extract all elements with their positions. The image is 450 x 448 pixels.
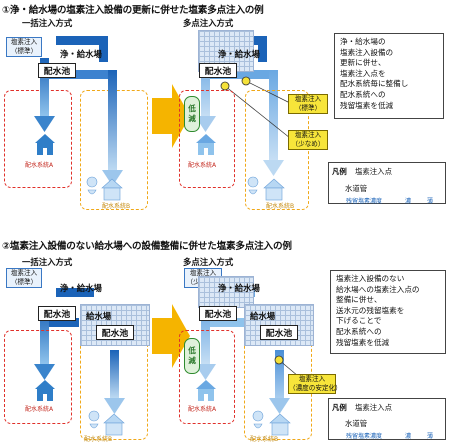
house-icon-s2r-a	[196, 380, 216, 401]
s2-left-heading: 一括注入方式	[22, 257, 73, 267]
s2r-system-b: 配水系統B	[250, 436, 279, 443]
house-icon-s2l-b	[103, 413, 125, 436]
s2-right-heading: 多点注入方式	[183, 257, 234, 267]
house-icon-s2l-a	[35, 380, 55, 401]
s2l-area-a	[4, 330, 72, 424]
s1r-system-a: 配水系統A	[188, 162, 217, 169]
s1l-chlorine-std: 塩素注入（標準）	[6, 37, 42, 57]
section1-title: ①浄・給水場の塩素注入設備の更新に併せた塩素多点注入の例	[2, 5, 264, 16]
s1r-reservoir: 配水池	[199, 63, 237, 78]
legend2-chlorine-point: 塩素注入点	[355, 403, 392, 412]
s2l-system-a: 配水系統A	[25, 406, 54, 413]
s2r-plant: 浄・給水場	[218, 283, 260, 293]
house-icon-s1l-b	[101, 178, 123, 201]
s2l-area-b	[80, 332, 148, 440]
s1l-pipes	[34, 36, 123, 186]
s2r-low-label: 低減	[184, 338, 200, 374]
s1r-area-a	[179, 90, 235, 188]
s2r-station-reservoir: 配水池	[260, 325, 298, 340]
s2l-chlorine-std: 塩素注入（標準）	[6, 268, 42, 288]
faucet-icon-s1l	[86, 176, 98, 195]
s1r-plant: 浄・給水場	[218, 49, 260, 59]
house-icon-s1r-b	[263, 178, 285, 201]
s1l-system-b: 配水系統B	[102, 203, 131, 210]
legend1-dense: 濃	[405, 198, 412, 205]
faucet-icon-s1r	[247, 176, 259, 195]
s1l-area-a	[4, 90, 72, 188]
s2-note: 塩素注入設備のない給水場への塩素注入点の整備に併せ、 送水元の残留塩素を下げるこ…	[330, 270, 446, 354]
s1-right-heading: 多点注入方式	[183, 18, 234, 28]
legend1-thin: 薄	[427, 198, 434, 205]
legend2-title: 凡例	[332, 403, 347, 412]
s2r-system-a: 配水系統A	[188, 406, 217, 413]
legend2-pipe: 水道管	[345, 419, 368, 428]
faucet-icon-s2l	[88, 410, 100, 429]
house-icon-s1r-a	[196, 134, 216, 155]
s1r-callout-std: 塩素注入（標準）	[288, 94, 328, 114]
legend2-dense: 濃	[405, 433, 412, 440]
house-icon-s2r-b	[269, 413, 291, 436]
s2l-station-reservoir: 配水池	[96, 325, 134, 340]
section2-title: ②塩素注入設備のない給水場への設備整備に併せた塩素多点注入の例	[2, 241, 292, 252]
s1r-system-b: 配水系統B	[266, 203, 295, 210]
s1-left-heading: 一括注入方式	[22, 18, 73, 28]
s2l-plant: 浄・給水場	[60, 283, 102, 293]
s2l-pipes	[34, 288, 125, 414]
s2r-area-a	[179, 330, 235, 424]
legend2-residual: 残留塩素濃度	[346, 433, 383, 440]
s1l-plant: 浄・給水場	[60, 49, 102, 59]
s2-transition-arrow	[152, 304, 190, 368]
s2r-callout-stable: 塩素注入（濃度の安定化）	[288, 374, 342, 394]
s2l-reservoir: 配水池	[38, 306, 76, 321]
s1r-callout-small: 塩素注入（少なめ）	[288, 130, 328, 150]
faucet-icon-s2r	[252, 410, 264, 429]
legend2-thin: 薄	[427, 433, 434, 440]
s2r-supply-station: 給水場	[250, 311, 276, 321]
s1-legend	[328, 162, 446, 204]
s2r-reservoir: 配水池	[199, 306, 237, 321]
s1-transition-arrow	[152, 84, 190, 148]
s1r-area-b	[245, 90, 309, 210]
s2-legend	[328, 398, 446, 440]
legend1-chlorine-point: 塩素注入点	[355, 167, 392, 176]
s1-note: 浄・給水場の塩素注入設備の更新に併せ、 塩素注入点を配水系統毎に整備し配水系統へ…	[334, 33, 444, 119]
s1r-low-label: 低減	[184, 96, 200, 132]
house-icon-s1l-a	[35, 134, 55, 155]
legend1-residual: 残留塩素濃度	[346, 198, 383, 205]
s2l-system-b: 配水系統B	[84, 436, 113, 443]
legend1-title: 凡例	[332, 167, 347, 176]
s1l-system-a: 配水系統A	[25, 162, 54, 169]
s1l-reservoir: 配水池	[38, 63, 76, 78]
legend1-pipe: 水道管	[345, 184, 368, 193]
s2r-plant-grid	[198, 276, 254, 308]
s2l-supply-station: 給水場	[86, 311, 112, 321]
